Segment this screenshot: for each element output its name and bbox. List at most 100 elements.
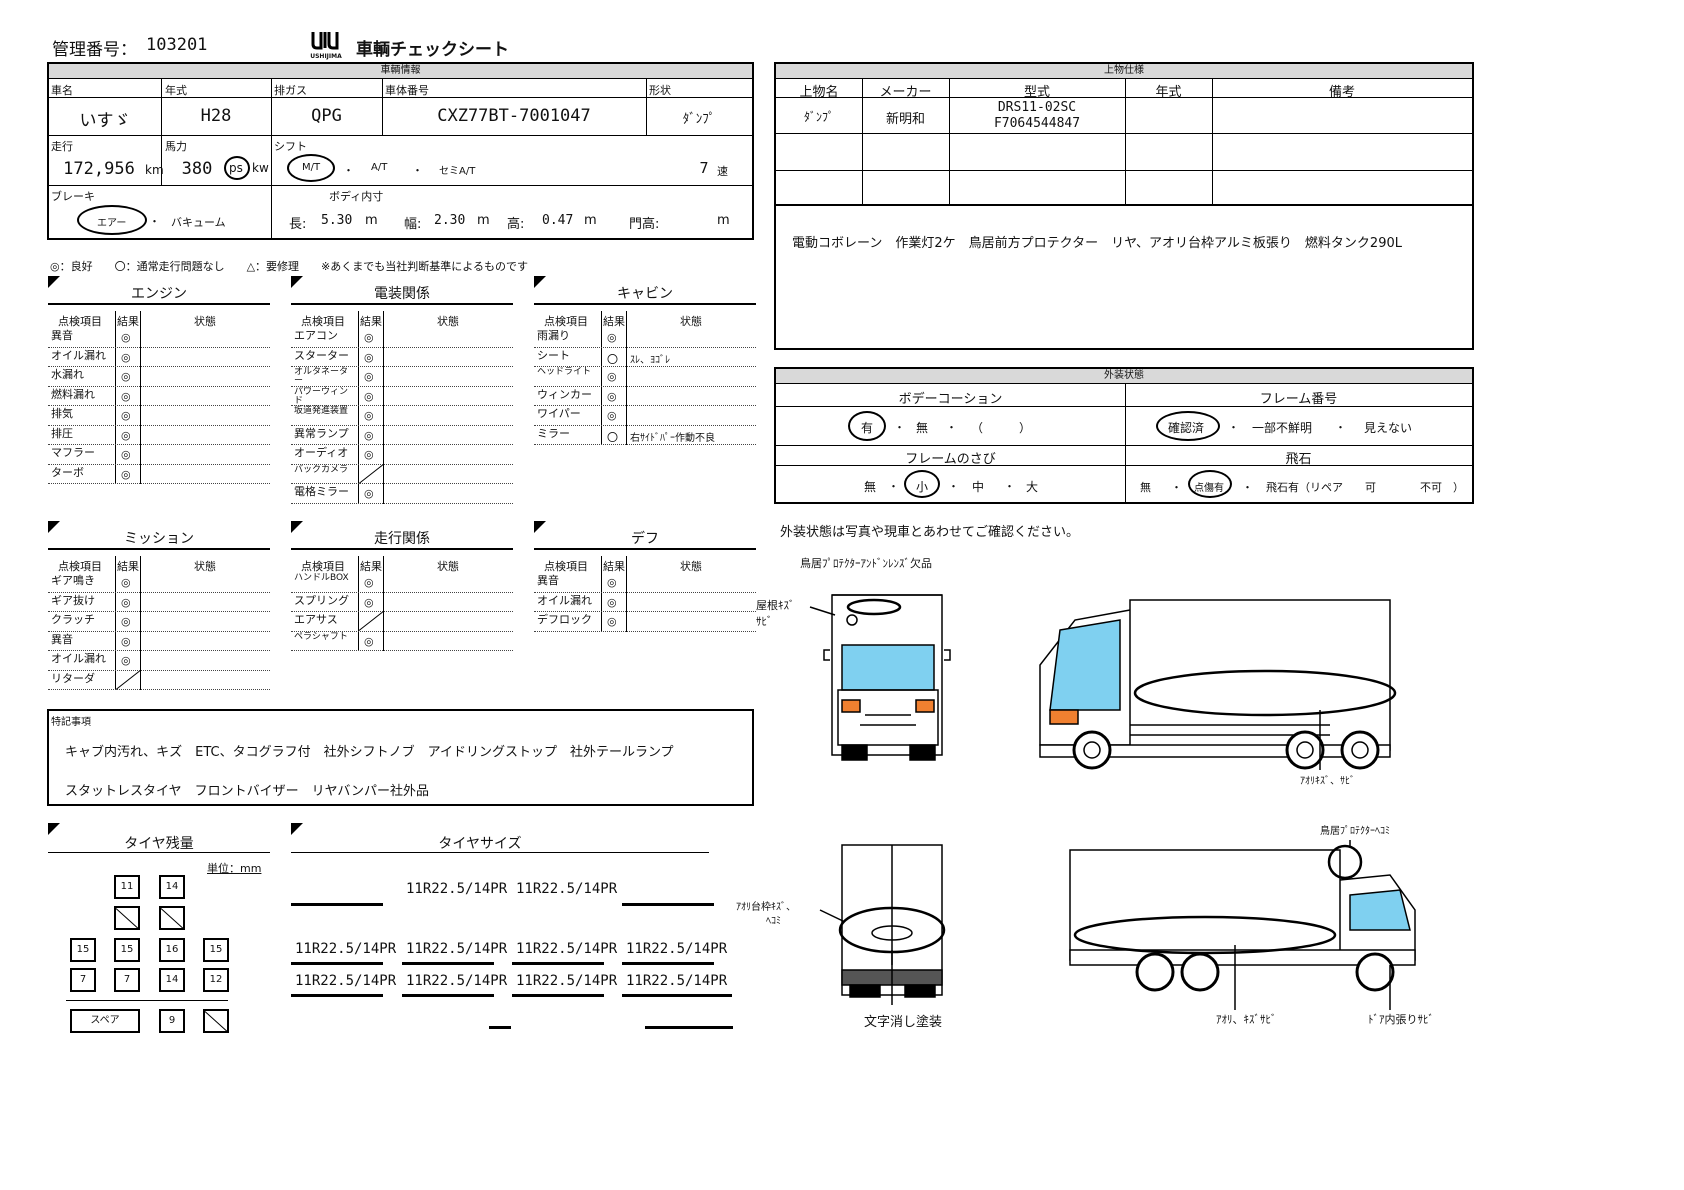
gas-value: QPG (311, 106, 342, 126)
stone-label: 飛石 (1285, 452, 1312, 467)
engine-col-item: 点検項目 (58, 315, 102, 328)
cabin-state: ｽﾚ、ﾖｺﾞﾚ (630, 354, 670, 366)
gears-unit: 速 (717, 165, 728, 178)
tire-size-line (291, 994, 383, 997)
upper-notes: 電動コボレーン 作業灯2ケ 鳥居前方プロテクター リヤ、アオリ台枠アルミ板張り … (792, 236, 1402, 251)
electric-row: オルタネーター ◎ (291, 367, 513, 387)
electric-item: 電格ミラー (294, 485, 349, 498)
engine-result: ◎ (121, 448, 131, 461)
drive-col-state: 状態 (437, 560, 459, 573)
mission-result: ◎ (121, 654, 131, 667)
remarks-line1: キャブ内汚れ、キズ ETC、タコグラフ付 社外シフトノブ アイドリングストップ … (65, 745, 674, 760)
tire-empty (159, 906, 185, 930)
hp-value: 380 (181, 159, 213, 179)
coat-yes-circle (848, 411, 886, 441)
hgt-label: 高: (507, 217, 525, 232)
coat-yes: 有 (861, 421, 874, 435)
annotation-frame-scratch: ｱｵﾘ台枠ｷｽﾞ、 (736, 902, 796, 913)
engine-row: マフラー ◎ (48, 445, 270, 465)
mission-row: クラッチ ◎ (48, 612, 270, 632)
page-title: 車輌チェックシート (356, 40, 509, 60)
body-label: ボディ内寸 (329, 190, 384, 203)
tire-rear2-outer-right: 12 (203, 968, 229, 992)
drive-title: 走行関係 (374, 531, 430, 547)
tire-size-value: 11R22.5/14PR (406, 973, 508, 989)
engine-result: ◎ (121, 389, 131, 403)
year-label: 年式 (165, 84, 187, 97)
coat-no: 無 (916, 421, 929, 435)
engine-result: ◎ (121, 409, 131, 422)
electric-row: オーディオ ◎ (291, 445, 513, 465)
len-label: 長: (289, 217, 307, 232)
electric-result: ◎ (364, 448, 374, 461)
tire-spare-empty (203, 1009, 229, 1033)
cabin-row: ヘッドライト ◎ (534, 367, 756, 387)
cabin-result: ◎ (607, 409, 617, 422)
cabin-result: ◎ (607, 370, 617, 383)
electric-col-result: 結果 (360, 315, 382, 328)
chassis-label: 車体番号 (385, 84, 429, 97)
diff-result: ◎ (607, 576, 617, 589)
upper-col-model: 型式 (1023, 85, 1050, 100)
cabin-item: 雨漏り (537, 329, 570, 342)
upper-spec-box: 上物仕様 上物名 メーカー 型式 年式 備考 ﾀﾞﾝﾌﾟ 新明和 DRS11-0… (774, 62, 1474, 350)
annotation-rust: ｻﾋﾞ (756, 615, 773, 628)
mission-col-item: 点検項目 (58, 560, 102, 573)
hgt-value: 0.47 (542, 213, 574, 228)
engine-row: 水漏れ ◎ (48, 367, 270, 387)
drive-row: スプリング ◎ (291, 593, 513, 612)
upper-col-note: 備考 (1328, 85, 1355, 100)
upper-col-name: 上物名 (799, 85, 839, 100)
frame-ok-circle (1156, 411, 1220, 441)
shift-label: シフト (274, 140, 307, 153)
exterior-header: 外装状態 (776, 369, 1472, 384)
drive-item: エアサス (294, 613, 338, 626)
engine-col-state: 状態 (194, 315, 216, 328)
cabin-item: ワイパー (537, 407, 581, 420)
mission-row: 異音 ◎ (48, 632, 270, 651)
engine-item: 異音 (51, 329, 73, 342)
upper-col-year: 年式 (1155, 85, 1182, 100)
tire-size-line (622, 903, 714, 906)
tire-size-line (622, 962, 714, 965)
gate-label: 門高: (629, 217, 660, 232)
cabin-row: ミラー 〇 右ｻｲﾄﾞﾊﾟｰ作動不良 (534, 426, 756, 445)
brake-vac: バキューム (171, 216, 226, 229)
diff-col-state: 状態 (680, 560, 702, 573)
annotation-torii-lens: 鳥居ﾌﾟﾛﾃｸﾀｰｱﾝﾄﾞﾝﾚﾝｽﾞ欠品 (800, 557, 932, 570)
shift-mt: M/T (302, 162, 321, 173)
tire-size-line (489, 1026, 511, 1029)
mission-row: ギア鳴き ◎ (48, 573, 270, 593)
engine-row: 排気 ◎ (48, 406, 270, 426)
shift-at: A/T (371, 162, 388, 173)
stone-dot: 点傷有 (1194, 483, 1224, 494)
engine-title: エンジン (131, 286, 187, 302)
tire-size-value: 11R22.5/14PR (516, 973, 618, 989)
electric-item: オーディオ (294, 446, 349, 459)
tire-size-value: 11R22.5/14PR (295, 941, 397, 957)
diff-result: ◎ (607, 615, 617, 628)
exterior-note: 外装状態は写真や現車とあわせてご確認ください。 (780, 525, 1080, 540)
diff-item: オイル漏れ (537, 593, 592, 607)
rust-big: 大 (1026, 480, 1039, 494)
rust-none: 無 (864, 480, 877, 494)
frame-part: 一部不鮮明 (1252, 421, 1313, 435)
electric-item: 坂道発進装置 (294, 406, 349, 416)
mileage-unit: km (145, 163, 164, 177)
electric-row: パワーウィンド ◎ (291, 387, 513, 406)
tire-size-line (512, 994, 604, 997)
engine-row: 燃料漏れ ◎ (48, 387, 270, 406)
engine-result: ◎ (121, 467, 131, 481)
frame-label: フレーム番号 (1259, 392, 1338, 407)
tire-rear2-inner-right: 14 (159, 968, 185, 992)
drive-row: ハンドルBOX ◎ (291, 573, 513, 593)
annotation-torii-dent: 鳥居ﾌﾟﾛﾃｸﾀｰﾍｺﾐ (1320, 826, 1390, 837)
electric-row: エアコン ◎ (291, 328, 513, 348)
engine-result: ◎ (121, 331, 131, 344)
tire-spare-value: 9 (159, 1009, 185, 1033)
cabin-col-result: 結果 (603, 315, 625, 328)
cabin-title: キャビン (617, 286, 673, 302)
annotation-frame-dent: ﾍｺﾐ (766, 916, 781, 927)
cabin-item: ミラー (537, 426, 570, 440)
annotation-door-rust: ﾄﾞｱ内張りｻﾋﾞ (1368, 1013, 1434, 1026)
